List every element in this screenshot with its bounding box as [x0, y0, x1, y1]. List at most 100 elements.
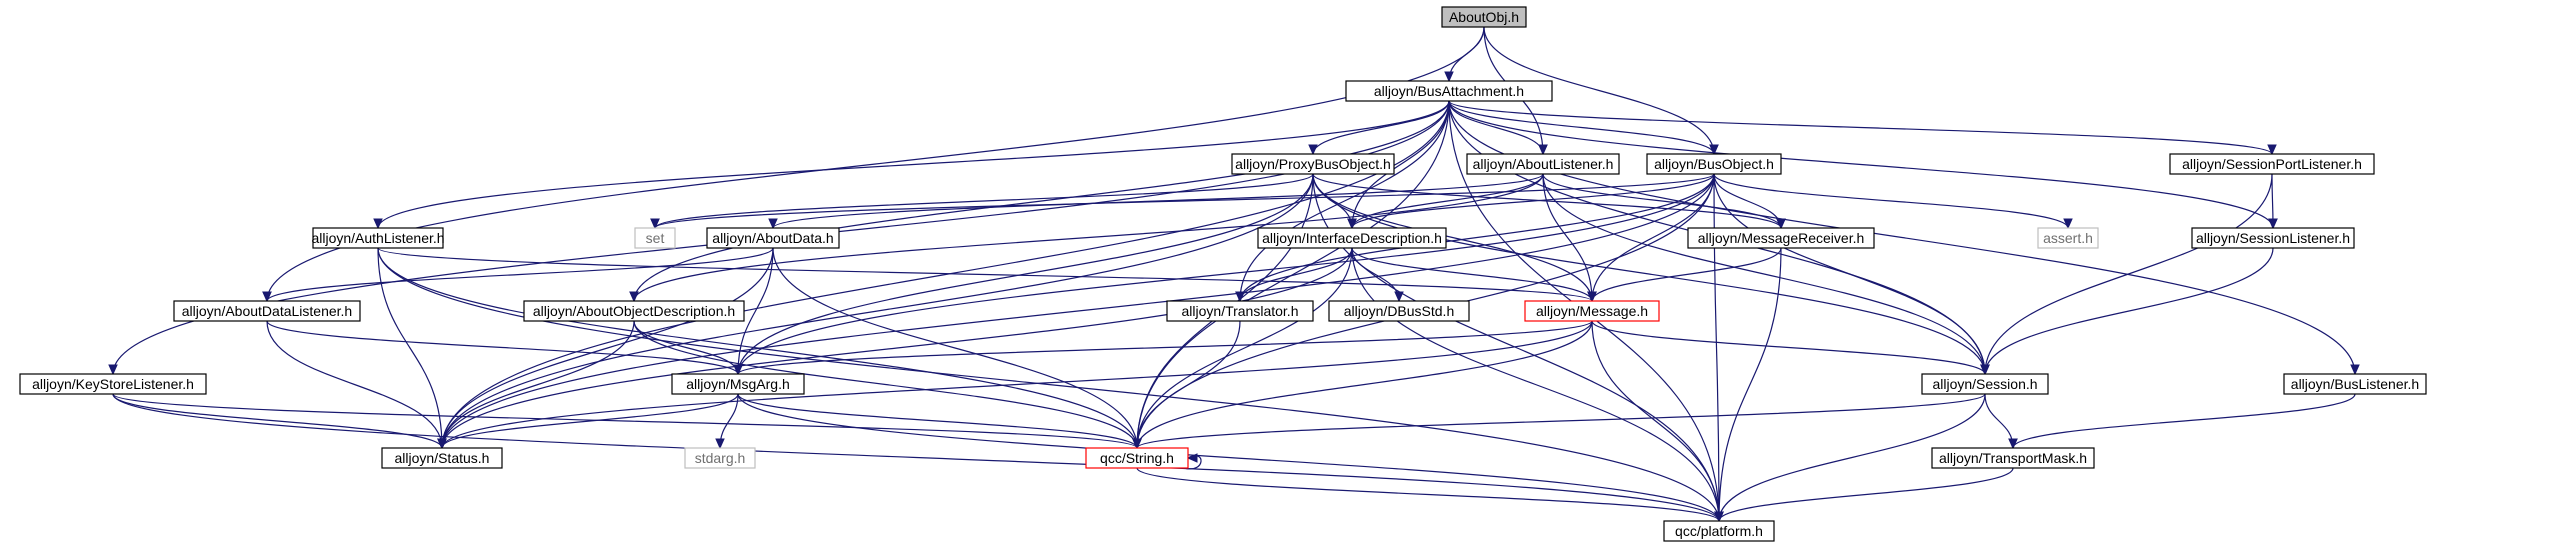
edge-messagereceiver-to-message [1587, 247, 1782, 303]
node-buslistener[interactable]: alljoyn/BusListener.h [2283, 373, 2427, 395]
edge-aboutobjectdescription-to-msgarg [633, 320, 743, 376]
edge-message-to-string [1132, 320, 1593, 450]
node-dbusstd[interactable]: alljoyn/DBusStd.h [1328, 300, 1470, 322]
edge-line [1718, 247, 1782, 522]
edge-line [654, 173, 1314, 229]
node-label: alljoyn/MsgArg.h [686, 376, 790, 392]
edge-line [112, 393, 1138, 449]
edge-string-to-string [1183, 453, 1202, 470]
node-translator[interactable]: alljoyn/Translator.h [1166, 300, 1314, 322]
edge-arrowhead [262, 291, 272, 303]
edge-aboutdata-to-status [437, 247, 774, 450]
node-box [1441, 6, 1527, 28]
node-platform[interactable]: qcc/platform.h [1663, 520, 1775, 542]
edge-authlistener-to-status [377, 247, 447, 450]
edge-line [1713, 173, 1986, 375]
edge-keystorelistener-to-string [112, 393, 1142, 450]
edge-arrowhead [1709, 144, 1719, 156]
node-label: alljoyn/Message.h [1536, 303, 1648, 319]
edge-busobject-to-interfacedescription [1347, 173, 1715, 230]
edge-translator-to-string [1132, 320, 1241, 450]
edge-line [1591, 247, 1782, 302]
edge-line [633, 320, 739, 375]
node-box [1257, 227, 1447, 249]
edge-line [1984, 247, 2274, 375]
node-aboutdatalistener[interactable]: alljoyn/AboutDataListener.h [173, 300, 361, 322]
edge-arrowhead [715, 438, 725, 450]
node-aboutlistener[interactable]: alljoyn/AboutListener.h [1466, 153, 1620, 175]
node-authlistener[interactable]: alljoyn/AuthListener.h [311, 227, 445, 249]
node-busattachment[interactable]: alljoyn/BusAttachment.h [1345, 80, 1553, 102]
edge-line [1713, 173, 1782, 229]
edge-line [441, 247, 1353, 449]
edge-proxybusobject-to-set [650, 173, 1314, 230]
node-sessionlistener[interactable]: alljoyn/SessionListener.h [2191, 227, 2355, 249]
node-box [312, 227, 444, 249]
node-aboutobjectdescription[interactable]: alljoyn/AboutObjectDescription.h [523, 300, 745, 322]
node-keystorelistener[interactable]: alljoyn/KeyStoreListener.h [19, 373, 207, 395]
edge-aboutobj-to-busattachment [1444, 26, 1485, 83]
node-label: alljoyn/SessionListener.h [2196, 230, 2350, 246]
node-label: alljoyn/DBusStd.h [1344, 303, 1455, 319]
edge-arrowhead [1347, 218, 1357, 230]
node-stdarg[interactable]: stdarg.h [684, 447, 756, 469]
edge-line [1136, 247, 1353, 449]
node-box [2283, 373, 2427, 395]
node-label: alljoyn/Session.h [1932, 376, 2037, 392]
edge-line [377, 100, 1450, 229]
edge-arrowhead [629, 291, 639, 303]
edge-interfacedescription-to-dbusstd [1351, 247, 1404, 303]
node-assert[interactable]: assert.h [2037, 227, 2099, 249]
edge-line [654, 173, 1715, 229]
node-aboutobj[interactable]: AboutObj.h [1441, 6, 1527, 28]
edge-message-to-session [1591, 320, 1990, 376]
edge-aboutlistener-to-aboutdata [768, 173, 1544, 230]
edge-line [1448, 100, 2356, 375]
node-string[interactable]: qcc/String.h [1085, 447, 1189, 469]
edge-line [633, 100, 1450, 302]
edge-busobject-to-platform [1713, 173, 1724, 523]
edge-line [737, 173, 1314, 375]
node-label: stdarg.h [695, 450, 746, 466]
node-status[interactable]: alljoyn/Status.h [381, 447, 503, 469]
node-box [1231, 153, 1395, 175]
node-message[interactable]: alljoyn/Message.h [1524, 300, 1660, 322]
edge-line [112, 393, 1720, 522]
node-label: alljoyn/AboutData.h [712, 230, 833, 246]
edge-line [737, 173, 1715, 375]
edge-line [1984, 173, 2273, 375]
node-box [381, 447, 503, 469]
node-busobject[interactable]: alljoyn/BusObject.h [1646, 153, 1782, 175]
edge-line [1351, 247, 1720, 522]
node-session[interactable]: alljoyn/Session.h [1921, 373, 2049, 395]
node-interfacedescription[interactable]: alljoyn/InterfaceDescription.h [1257, 227, 1447, 249]
node-msgarg[interactable]: alljoyn/MsgArg.h [671, 373, 805, 395]
edge-arrowhead [1776, 218, 1786, 230]
node-label: alljoyn/SessionPortListener.h [2182, 156, 2362, 172]
edge-line [737, 247, 774, 375]
edge-busobject-to-set [650, 173, 1715, 230]
edge-busobject-to-assert [1713, 173, 2073, 230]
edge-line [377, 247, 1593, 302]
node-box [1328, 300, 1470, 322]
node-aboutdata[interactable]: alljoyn/AboutData.h [706, 227, 840, 249]
header-nodes: AboutObj.h alljoyn/BusAttachment.h alljoyn… [19, 6, 2427, 542]
edge-arrowhead [1186, 453, 1198, 463]
node-label: alljoyn/AboutObjectDescription.h [533, 303, 735, 319]
node-transportmask[interactable]: alljoyn/TransportMask.h [1931, 447, 2095, 469]
edge-line [1984, 393, 2014, 449]
edge-busobject-to-messagereceiver [1713, 173, 1786, 230]
node-messagereceiver[interactable]: alljoyn/MessageReceiver.h [1687, 227, 1875, 249]
edge-arrowhead [733, 364, 743, 376]
node-box [173, 300, 361, 322]
node-label: alljoyn/KeyStoreListener.h [32, 376, 194, 392]
edge-transportmask-to-platform [1714, 467, 2014, 523]
edge-line [441, 173, 1715, 449]
edge-line [1136, 320, 1593, 449]
edge-aboutdatalistener-to-status [266, 320, 447, 450]
node-sessionportlistener[interactable]: alljoyn/SessionPortListener.h [2169, 153, 2375, 175]
node-set[interactable]: set [634, 227, 676, 249]
node-proxybusobject[interactable]: alljoyn/ProxyBusObject.h [1231, 153, 1395, 175]
edge-line [1483, 26, 1715, 155]
edge-busattachment-to-proxybusobject [1308, 100, 1450, 156]
